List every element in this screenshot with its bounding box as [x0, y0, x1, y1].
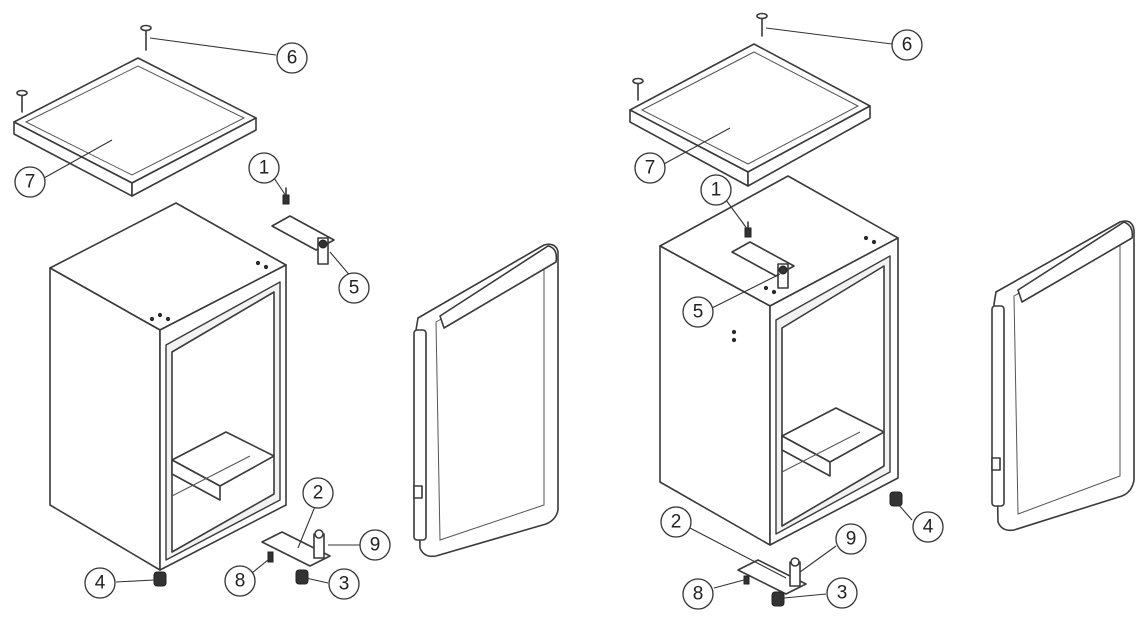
svg-text:7: 7 — [645, 158, 656, 179]
left-callout-4: 4 — [84, 567, 116, 599]
left-top-cover — [13, 57, 257, 197]
left-leader-lines — [43, 37, 372, 584]
left-callout-7: 7 — [14, 166, 46, 198]
svg-text:4: 4 — [923, 517, 934, 538]
right-lower-hinge — [737, 557, 807, 607]
right-callout-4: 4 — [912, 511, 944, 543]
svg-text:8: 8 — [693, 584, 704, 605]
left-callout-5: 5 — [338, 272, 370, 304]
left-callout-9: 9 — [359, 529, 391, 561]
right-callout-7: 7 — [634, 152, 666, 184]
svg-text:2: 2 — [671, 512, 682, 533]
right-cabinet — [659, 175, 903, 546]
right-top-screws — [632, 12, 768, 101]
svg-text:1: 1 — [259, 158, 270, 179]
right-upper-hinge — [731, 221, 795, 289]
svg-text:5: 5 — [693, 302, 704, 323]
svg-text:7: 7 — [25, 172, 36, 193]
left-callout-1: 1 — [248, 152, 280, 184]
svg-text:6: 6 — [902, 35, 913, 56]
svg-text:8: 8 — [235, 571, 246, 592]
svg-text:3: 3 — [339, 574, 350, 595]
svg-text:9: 9 — [370, 535, 381, 556]
left-door — [413, 243, 559, 558]
left-lower-hinge — [261, 529, 331, 585]
left-cabinet — [49, 202, 287, 587]
left-top-screws — [16, 24, 152, 113]
right-callout-2: 2 — [660, 506, 692, 538]
svg-text:5: 5 — [349, 278, 360, 299]
svg-text:3: 3 — [837, 583, 848, 604]
left-panel: 6 7 1 5 2 9 3 8 4 — [13, 24, 559, 600]
svg-text:6: 6 — [287, 48, 298, 69]
right-leader-lines — [661, 27, 913, 599]
right-callout-3: 3 — [826, 577, 858, 609]
svg-text:1: 1 — [711, 180, 722, 201]
left-callout-6: 6 — [276, 42, 308, 74]
right-callout-1: 1 — [700, 174, 732, 206]
right-panel: 6 7 1 5 4 2 9 3 8 — [629, 12, 1135, 610]
left-callout-2: 2 — [302, 477, 334, 509]
left-callout-8: 8 — [224, 565, 256, 597]
right-callout-6: 6 — [891, 29, 923, 61]
left-callout-3: 3 — [328, 568, 360, 600]
svg-text:2: 2 — [313, 483, 324, 504]
left-upper-hinge — [271, 187, 335, 265]
right-top-cover — [629, 43, 871, 187]
right-callout-5: 5 — [682, 296, 714, 328]
svg-text:4: 4 — [95, 573, 106, 594]
svg-text:9: 9 — [846, 529, 857, 550]
right-callout-8: 8 — [682, 578, 714, 610]
right-door — [991, 220, 1135, 532]
right-callout-9: 9 — [835, 523, 867, 555]
